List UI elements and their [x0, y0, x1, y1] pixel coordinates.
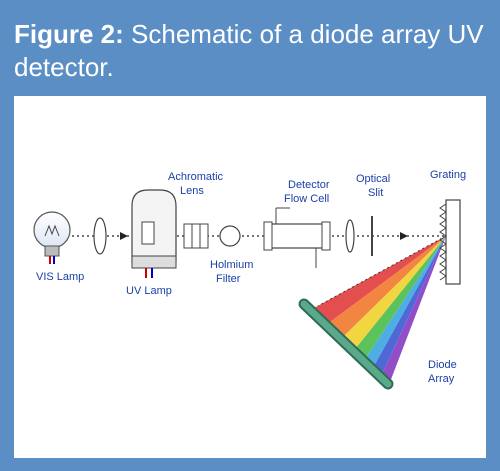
figure-number: Figure 2:: [14, 19, 124, 49]
detector-flow-cell: [263, 207, 331, 268]
grating: [439, 199, 461, 285]
uv-lamp: [131, 189, 177, 278]
figure-caption-text: Schematic of a diode array UV detector.: [14, 19, 484, 82]
figure-caption: Figure 2: Schematic of a diode array UV …: [14, 18, 486, 84]
diode-array-label-1: Diode: [428, 359, 457, 371]
vis-lamp-label: VIS Lamp: [36, 271, 84, 283]
arrow-icon: [120, 232, 128, 240]
holmium-filter-label-2: Filter: [216, 273, 241, 285]
detector-schematic: VIS Lamp UV Lamp Achromatic Lens Holmium…: [33, 169, 466, 390]
arrow-icon: [400, 232, 408, 240]
condenser-lens: [93, 217, 107, 255]
achromatic-lens-label-1: Achromatic: [168, 171, 224, 183]
optical-slit-label-1: Optical: [356, 173, 390, 185]
holmium-filter-label-1: Holmium: [210, 259, 253, 271]
focusing-lens: [345, 219, 355, 253]
optical-slit-label-2: Slit: [368, 187, 383, 199]
diode-array: [298, 298, 394, 390]
diode-array-label-2: Array: [428, 373, 455, 385]
uv-lamp-label: UV Lamp: [126, 285, 172, 297]
flow-cell-label-2: Flow Cell: [284, 193, 329, 205]
holmium-filter: [219, 225, 241, 247]
diagram-panel: VIS Lamp UV Lamp Achromatic Lens Holmium…: [14, 96, 486, 458]
grating-label: Grating: [430, 169, 466, 181]
vis-lamp-bulb: [33, 211, 71, 264]
achromatic-lens: [183, 223, 209, 249]
achromatic-lens-label-2: Lens: [180, 185, 204, 197]
flow-cell-label-1: Detector: [288, 179, 330, 191]
dispersed-ray-dotted: [317, 235, 447, 307]
dispersed-spectrum: [314, 236, 446, 382]
